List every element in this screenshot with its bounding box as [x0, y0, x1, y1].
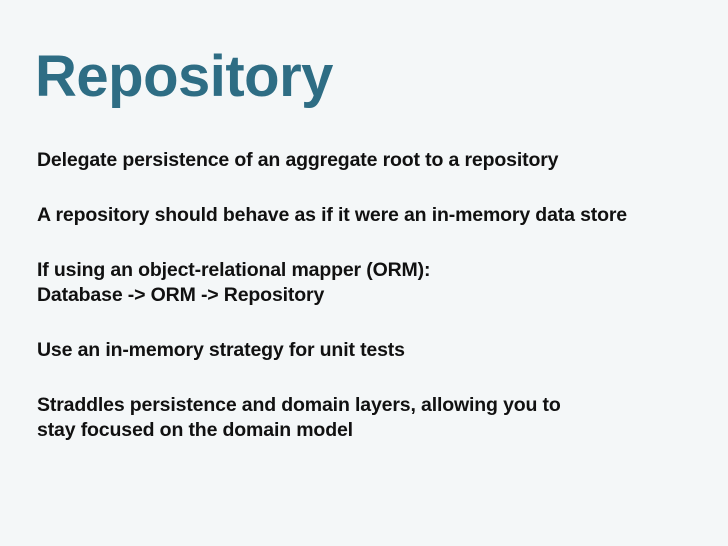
bullet-line: If using an object-relational mapper (OR…: [37, 259, 431, 281]
bullet-paragraph-4: Use an in-memory strategy for unit tests: [37, 338, 697, 363]
bullet-line: Database -> ORM -> Repository: [37, 284, 325, 306]
bullet-paragraph-1: Delegate persistence of an aggregate roo…: [37, 148, 697, 173]
bullet-paragraph-5: Straddles persistence and domain layers,…: [37, 393, 697, 443]
bullet-line: Use an in-memory strategy for unit tests: [37, 339, 405, 361]
bullet-paragraph-3: If using an object-relational mapper (OR…: [37, 258, 697, 308]
page-title: Repository: [35, 44, 333, 109]
bullet-line: stay focused on the domain model: [37, 419, 353, 441]
bullet-line: Delegate persistence of an aggregate roo…: [37, 149, 559, 171]
bullet-paragraph-2: A repository should behave as if it were…: [37, 203, 697, 228]
bullet-line: Straddles persistence and domain layers,…: [37, 394, 561, 416]
bullet-line: A repository should behave as if it were…: [37, 204, 628, 226]
slide-body-content: Delegate persistence of an aggregate roo…: [37, 148, 697, 443]
